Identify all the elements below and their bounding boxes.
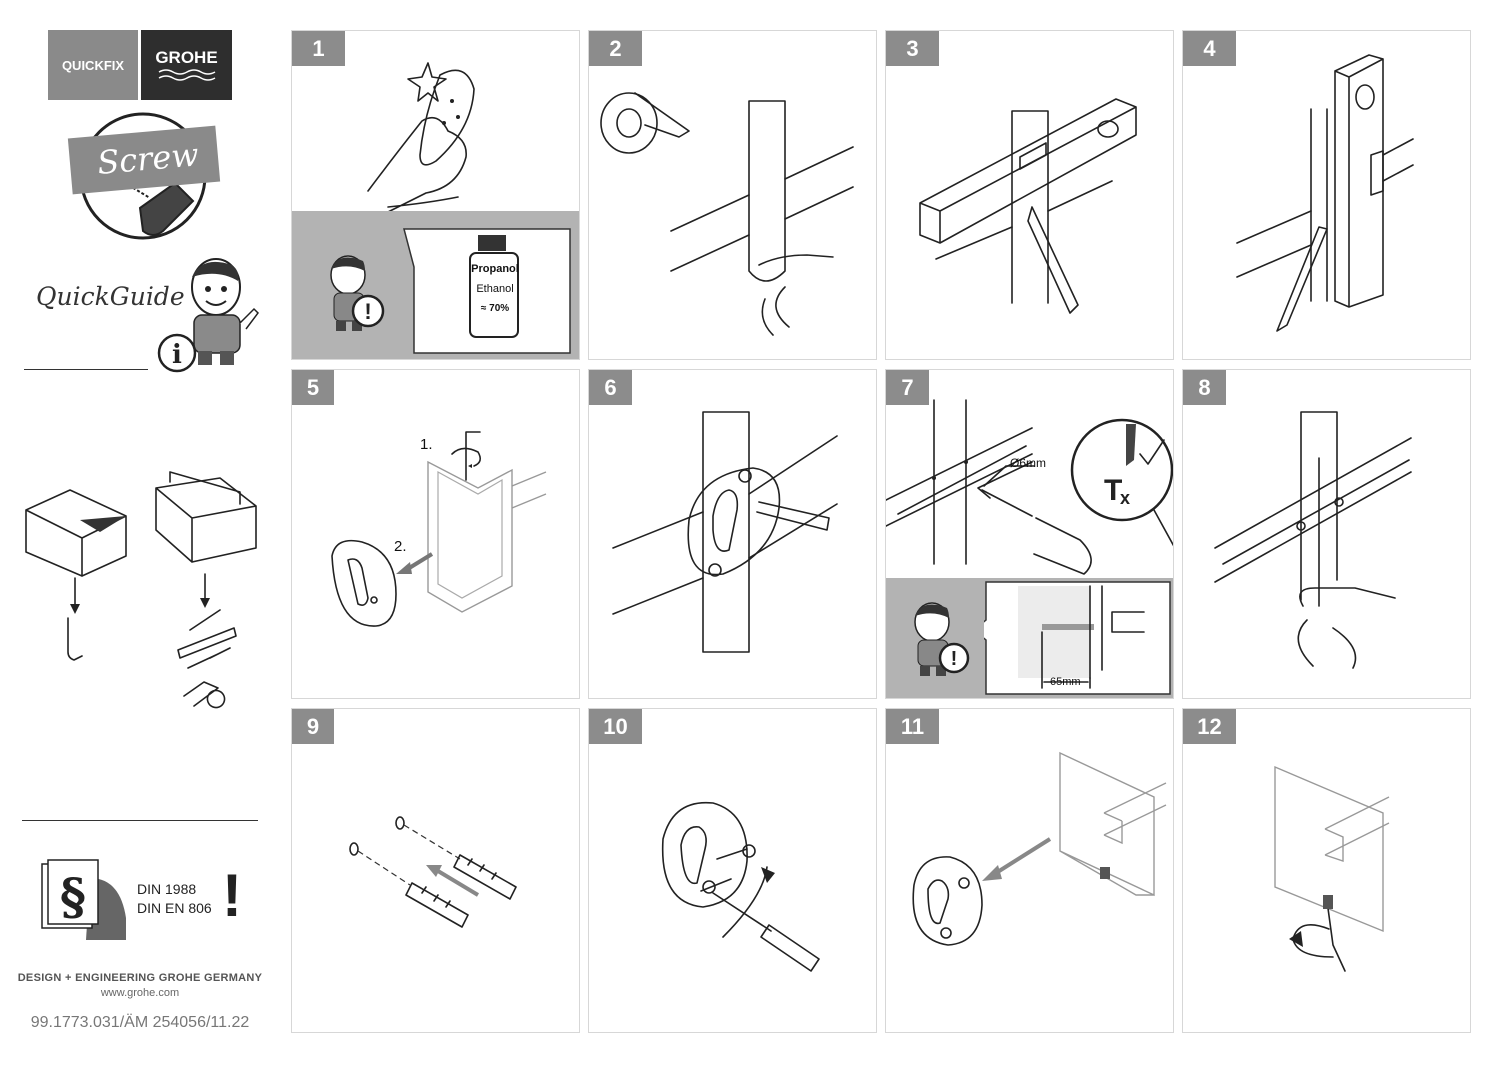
step-5-badge: 5 [292, 370, 334, 405]
svg-text:§: § [60, 867, 86, 926]
design-credit: DESIGN + ENGINEERING GROHE GERMANY [17, 972, 263, 984]
standards-text: DIN 1988 DIN EN 806 [137, 880, 212, 918]
step-5-panel: 1. 2. 5 [291, 369, 580, 699]
step-12-badge: 12 [1183, 709, 1236, 744]
toolbox-tools-icon [155, 471, 257, 709]
grohe-waves-icon [158, 69, 215, 81]
step-7-note-box: ! [886, 578, 1173, 698]
step-3-panel: 3 [885, 30, 1174, 360]
standard-din-en-806: DIN EN 806 [137, 900, 212, 916]
step-7-drill-illustration: T x [886, 399, 1173, 575]
step-10-panel: 10 [588, 708, 877, 1033]
divider-quickguide [24, 369, 148, 370]
step-5-disassemble-illustration [331, 431, 547, 627]
step-12-tighten-illustration [1274, 765, 1390, 972]
divider-standards [22, 820, 258, 821]
step-6-mark-holes-illustration [612, 411, 838, 653]
step-2-tape-illustration [600, 92, 854, 336]
step-1-note-box: ! Propanol Ethanol ≈ 70% [292, 211, 579, 359]
step-5-label-1: 1. [420, 436, 433, 453]
step-7-drill-diameter: Ø6mm [1010, 456, 1046, 470]
step-9-dowels-illustration [349, 816, 517, 928]
step-3-level-illustration [919, 98, 1137, 314]
package-allen-key-icon [25, 489, 127, 661]
step-8-panel: 8 [1182, 369, 1471, 699]
step-11-badge: 11 [886, 709, 939, 744]
step-8-marked-holes-illustration [1214, 411, 1412, 669]
step-4-panel: 4 [1182, 30, 1471, 360]
step-1-badge: 1 [292, 31, 345, 66]
bottle-percent: ≈ 70% [480, 303, 510, 314]
screw-label: Screw [96, 135, 200, 182]
step-9-panel: 9 [291, 708, 580, 1033]
step-1-panel: ! Propanol Ethanol ≈ 70% 1 [291, 30, 580, 360]
step-2-badge: 2 [589, 31, 642, 66]
mascot-info-icon: i [157, 258, 259, 373]
step-10-screw-mount-illustration [661, 801, 820, 972]
step-3-badge: 3 [886, 31, 939, 66]
step-12-panel: 12 [1182, 708, 1471, 1033]
step-11-panel: 11 [885, 708, 1174, 1033]
svg-text:i: i [172, 340, 182, 370]
quickguide-title: QuickGuide [36, 282, 185, 311]
step-4-vertical-level-illustration [1236, 54, 1414, 332]
grohe-logo-text: GROHE [155, 48, 218, 67]
step-6-badge: 6 [589, 370, 632, 405]
standards-book-icon: § [41, 859, 126, 940]
document-number: 99.1773.031/ÄM 254056/11.22 [30, 1014, 250, 1031]
step-4-badge: 4 [1183, 31, 1236, 66]
svg-text:x: x [1120, 488, 1130, 508]
svg-text:!: ! [951, 648, 958, 670]
step-7-depth: 65mm [1050, 676, 1081, 688]
bottle-propanol: Propanol [471, 263, 519, 275]
mascot-warning-icon: ! [914, 602, 970, 676]
step-8-badge: 8 [1183, 370, 1226, 405]
step-10-badge: 10 [589, 709, 642, 744]
warning-exclamation: ! [222, 862, 242, 929]
website: www.grohe.com [100, 987, 180, 999]
step-1-clean-illustration [367, 62, 475, 214]
standard-din-1988: DIN 1988 [137, 881, 197, 897]
step-5-label-2: 2. [394, 538, 407, 555]
grohe-logo: GROHE [141, 30, 232, 100]
step-7-badge: 7 [886, 370, 929, 405]
svg-text:!: ! [364, 299, 371, 324]
speech-bubble [403, 228, 571, 354]
screw-drill-badge: Screw [67, 112, 221, 240]
step-2-panel: 2 [588, 30, 877, 360]
svg-text:T: T [1104, 474, 1122, 507]
step-6-panel: 6 [588, 369, 877, 699]
bottle-ethanol: Ethanol [476, 283, 514, 295]
step-9-badge: 9 [292, 709, 334, 744]
speech-bubble-depth [984, 581, 1171, 695]
mascot-warning-icon: ! [330, 255, 385, 331]
quickfix-logo: QUICKFIX [48, 30, 138, 100]
step-7-panel: T x Ø6mm ! 65mm 7 [885, 369, 1174, 699]
step-11-attach-illustration [912, 751, 1167, 946]
